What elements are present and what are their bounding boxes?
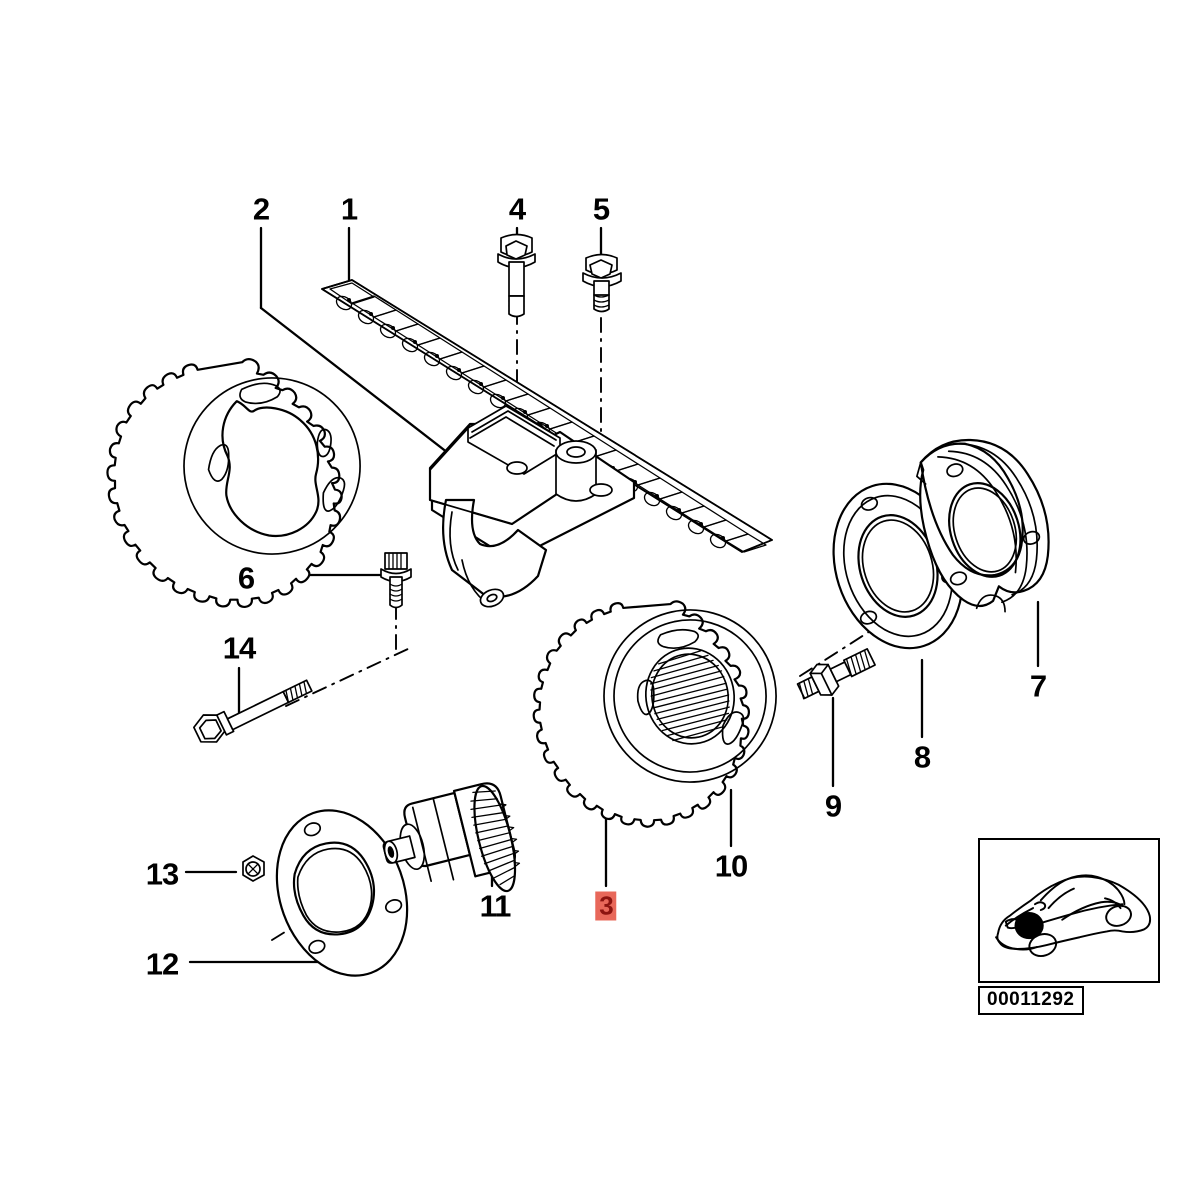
callout-9[interactable]: 9 [824,788,842,824]
car-silhouette-icon [995,874,1152,958]
callout-14[interactable]: 14 [222,630,256,666]
part-hex-bolt-ribbed [380,552,412,609]
callout-5[interactable]: 5 [592,191,610,227]
inset-id-box: 00011292 [978,986,1084,1015]
callout-8[interactable]: 8 [913,739,931,775]
inset-id-number: 00011292 [987,989,1075,1010]
part-stud-bolt [796,648,876,700]
callout-11[interactable]: 11 [479,888,512,924]
part-hex-flange-bolt-short [582,253,622,313]
callout-2[interactable]: 2 [252,191,270,227]
leader-2b [259,306,472,472]
callout-4[interactable]: 4 [508,191,526,227]
callout-13[interactable]: 13 [145,856,179,892]
part-oil-pump-drive-gear [382,782,521,893]
callout-6[interactable]: 6 [237,560,255,596]
part-hex-flange-bolt-long-2 [193,679,313,743]
callout-1[interactable]: 1 [340,191,358,227]
part-hex-nut [242,855,265,882]
callout-3-highlighted[interactable]: 3 [595,891,617,921]
callout-10[interactable]: 10 [714,848,748,884]
part-chain-tensioner-rail [428,405,636,608]
callout-12[interactable]: 12 [145,946,179,982]
part-hex-flange-bolt-long [497,233,536,318]
part-crankshaft-sprocket [532,600,777,828]
part-gasket-lower [275,809,409,977]
location-marker-dot [1014,911,1044,940]
vehicle-location-inset [978,838,1160,983]
part-cover-housing [916,438,1050,613]
callout-7[interactable]: 7 [1029,668,1047,704]
part-camshaft-sprocket [106,358,361,609]
leader-14b [285,647,411,707]
